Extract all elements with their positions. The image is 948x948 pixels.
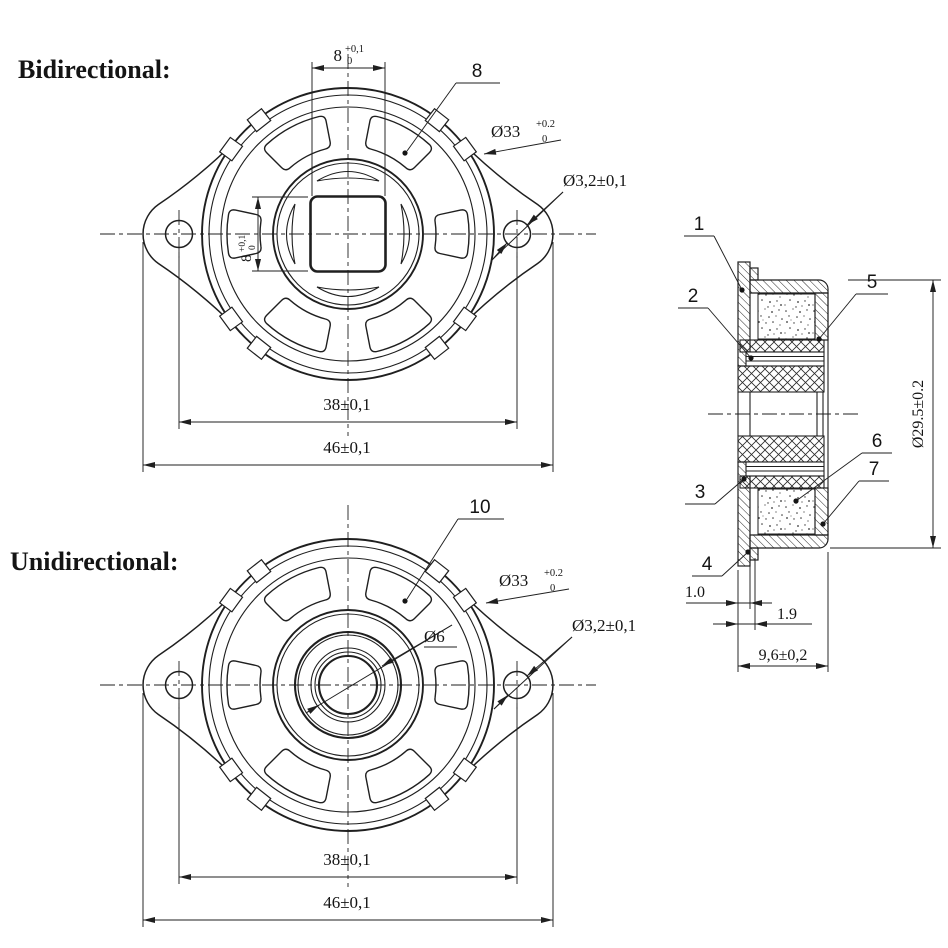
callout-8-label: 8: [472, 61, 483, 82]
square-width-tol-lower: 0: [347, 56, 352, 67]
seal-band-lower-b: [737, 435, 825, 463]
outer-dia-tol-lower: 0: [542, 134, 547, 145]
square-width-tol-upper: +0,1: [345, 44, 364, 55]
callout-2: 2: [678, 286, 754, 361]
outer-dia-value-uni: Ø33: [499, 571, 528, 590]
step-width-value: 1.9: [777, 606, 797, 623]
bidirectional-front-view: [100, 54, 596, 436]
dim-square-width-bi: 8 +0,1 0: [311, 44, 386, 196]
callout-2-label: 2: [688, 286, 699, 307]
callout-1: 1: [684, 214, 745, 293]
housing-lip-lower: [749, 547, 759, 561]
damping-material-upper: [757, 293, 816, 340]
square-height-tol-lower: 0: [248, 245, 258, 250]
dim-hole-spacing-uni: 38±0,1: [178, 703, 518, 884]
callout-3: 3: [685, 476, 747, 505]
seal-band-lower-a: [739, 475, 825, 489]
dim-overall-width-bi: 46±0,1: [142, 242, 554, 472]
housing-cap-upper: [749, 279, 829, 294]
seal-band-upper-a: [739, 339, 825, 353]
square-width-value: 8: [334, 46, 343, 65]
unidirectional-title: Unidirectional:: [10, 547, 179, 576]
damping-material-lower: [757, 488, 816, 535]
callout-5-label: 5: [867, 272, 878, 293]
body-diameter-value: Ø29.5±0.2: [910, 380, 927, 448]
housing-wall-upper: [814, 292, 829, 341]
outer-dia-tol-lower-uni: 0: [550, 583, 555, 594]
callout-6-label: 6: [872, 431, 883, 452]
outer-dia-value: Ø33: [491, 122, 520, 141]
callout-1-label: 1: [694, 214, 705, 235]
callout-5: 5: [816, 272, 888, 342]
washer-lower: [745, 461, 825, 477]
dim-outer-diameter-bi: Ø33 +0.2 0: [483, 119, 562, 155]
hole-spacing-value: 38±0,1: [323, 395, 371, 414]
callout-3-label: 3: [695, 482, 706, 503]
dim-body-diameter: Ø29.5±0.2: [830, 279, 941, 549]
flange-thickness-value: 1.0: [685, 584, 705, 601]
mount-hole-value-uni: Ø3,2±0,1: [572, 616, 636, 635]
dim-mount-hole-bi: Ø3,2±0,1: [491, 171, 627, 261]
dim-flange-thickness: 1.0: [685, 562, 772, 672]
callout-10: 10: [402, 497, 504, 604]
square-height-value: 8: [239, 255, 255, 263]
washer-upper: [745, 351, 825, 367]
housing-wall-lower: [814, 487, 829, 536]
shaft-hole-value: Ø6: [424, 627, 445, 646]
housing-cap-lower: [749, 534, 829, 549]
callout-7: 7: [820, 459, 889, 527]
dim-step-width: 1.9: [713, 558, 812, 630]
unidirectional-front-view: [100, 505, 596, 887]
hole-spacing-value-uni: 38±0,1: [323, 850, 371, 869]
dim-square-height-bi: 8 +0,1 0: [238, 196, 308, 272]
callout-4-label: 4: [702, 554, 713, 575]
seal-band-upper-b: [737, 365, 825, 393]
outer-dia-tol-upper-uni: +0.2: [544, 568, 563, 579]
overall-width-value: 46±0,1: [323, 438, 371, 457]
dim-shaft-hole: Ø6: [305, 624, 457, 714]
callout-7-label: 7: [869, 459, 880, 480]
mount-hole-value: Ø3,2±0,1: [563, 171, 627, 190]
dim-outer-diameter-uni: Ø33 +0.2 0: [485, 568, 570, 604]
callout-10-label: 10: [469, 497, 490, 518]
callout-6: 6: [793, 431, 892, 504]
housing-lip-upper: [749, 267, 759, 281]
dim-mount-hole-uni: Ø3,2±0,1: [493, 616, 636, 710]
bidirectional-title: Bidirectional:: [18, 55, 171, 84]
square-height-tol-upper: +0,1: [238, 235, 248, 252]
dim-hole-spacing-bi: 38±0,1: [178, 252, 518, 429]
body-height-value: 9,6±0,2: [759, 647, 808, 664]
callout-4: 4: [692, 549, 751, 577]
callout-8: 8: [402, 61, 500, 156]
overall-width-value-uni: 46±0,1: [323, 893, 371, 912]
outer-dia-tol-upper: +0.2: [536, 119, 555, 130]
section-view: 1 2 5 6 7 3: [678, 214, 941, 672]
dim-body-height: 9,6±0,2: [738, 552, 829, 672]
dim-overall-width-uni: 46±0,1: [142, 693, 554, 927]
